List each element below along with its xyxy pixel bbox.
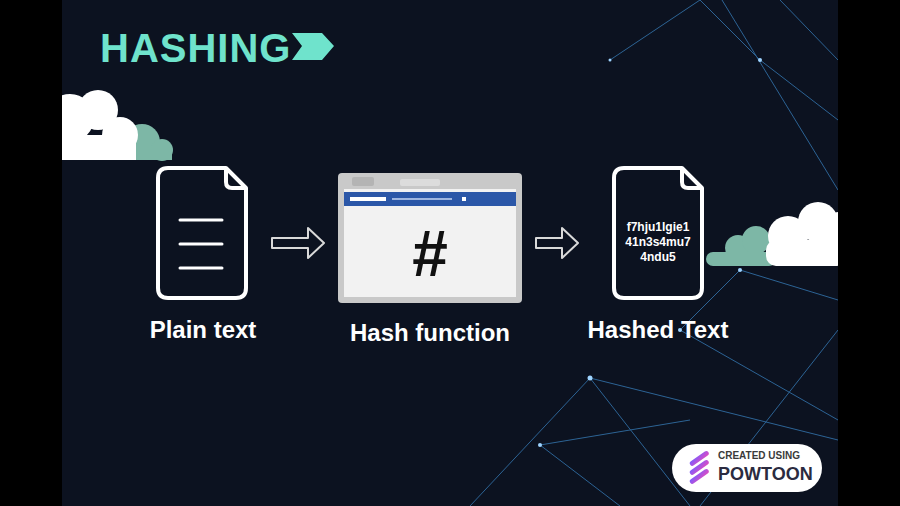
diagram-title: HASHING xyxy=(100,24,291,72)
node-label: Hash function xyxy=(326,318,534,348)
node-box: f7hju1lgie1 41n3s4mu7 4ndu5Hashed Text xyxy=(580,165,736,345)
node-box: Plain text xyxy=(136,165,270,345)
watermark-badge xyxy=(672,444,822,492)
arrow-outline xyxy=(272,228,324,258)
hash-output: f7hju1lgie1 41n3s4mu7 4ndu5 xyxy=(621,220,695,265)
document-icon xyxy=(614,168,702,298)
watermark-caption: CREATED USING xyxy=(718,450,813,462)
panel xyxy=(62,0,838,506)
flow-arrow xyxy=(536,228,578,258)
hash-symbol: # xyxy=(326,218,534,290)
flow-arrow xyxy=(272,228,324,258)
document-icon xyxy=(158,168,246,298)
cloud-right xyxy=(706,202,838,266)
node-label: Hashed Text xyxy=(580,315,736,345)
arrow-outline xyxy=(536,228,578,258)
title-chevron xyxy=(292,33,334,60)
cloud-left xyxy=(62,90,173,161)
watermark-brand: POWTOON xyxy=(718,462,813,486)
watermark-text: CREATED USINGPOWTOON xyxy=(718,450,813,486)
node-label: Plain text xyxy=(136,315,270,345)
title-wrap: HASHING xyxy=(100,24,291,72)
node-box: # Hash function xyxy=(326,173,534,348)
